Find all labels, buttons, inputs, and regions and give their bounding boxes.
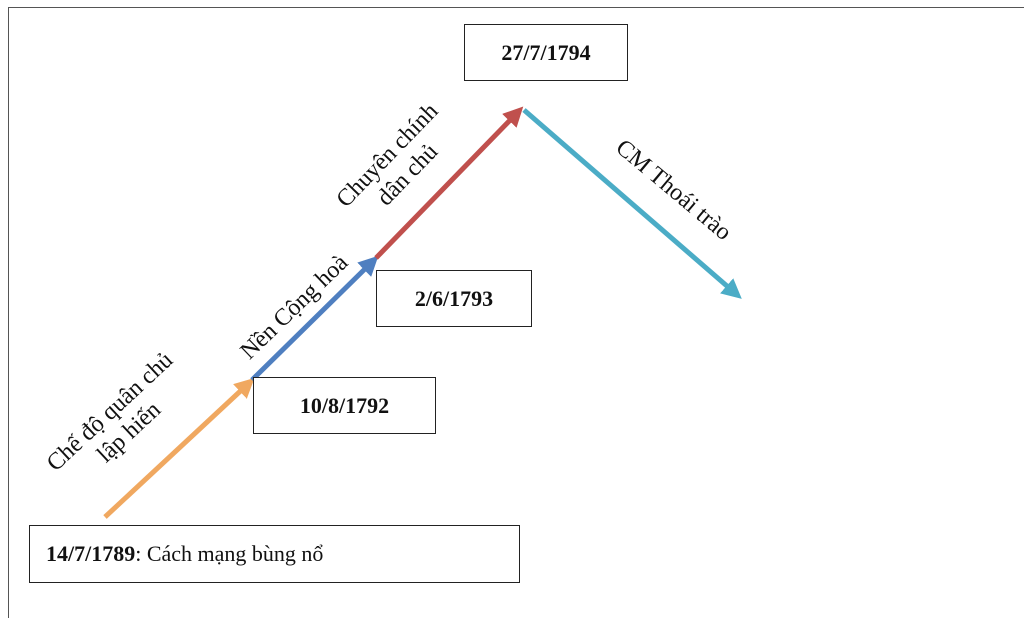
dictatorship-arrow bbox=[374, 106, 524, 260]
frame-left-border bbox=[8, 7, 9, 618]
date-box-1793: 2/6/1793 bbox=[376, 270, 532, 327]
start-event-box: 14/7/1789: Cách mạng bùng nổ bbox=[29, 525, 520, 583]
start-date: 14/7/1789 bbox=[46, 541, 136, 566]
date-1793: 2/6/1793 bbox=[414, 285, 494, 311]
frame-top-border bbox=[8, 7, 1024, 8]
republic-arrow bbox=[250, 255, 379, 382]
date-1794: 27/7/1794 bbox=[501, 39, 591, 65]
date-1792: 10/8/1792 bbox=[299, 392, 390, 418]
thermidor-arrow bbox=[522, 108, 742, 299]
start-event-text: : Cách mạng bùng nổ bbox=[135, 541, 324, 566]
monarchy-arrow bbox=[103, 377, 255, 519]
date-box-1792: 10/8/1792 bbox=[253, 377, 436, 434]
date-box-1794: 27/7/1794 bbox=[464, 24, 628, 81]
